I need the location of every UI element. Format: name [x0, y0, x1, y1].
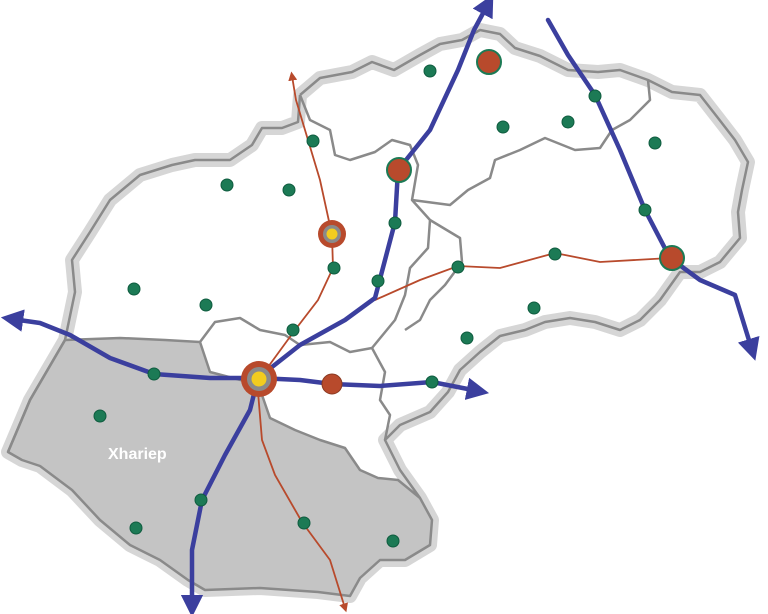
national-road-south	[180, 375, 261, 614]
town-dot[interactable]	[527, 301, 541, 315]
town-dot[interactable]	[220, 178, 234, 192]
town-dot[interactable]	[286, 323, 300, 337]
town-dot[interactable]	[638, 203, 652, 217]
town-dot[interactable]	[423, 64, 437, 78]
border-east	[404, 218, 464, 332]
major-towns	[321, 49, 685, 395]
national-road-east	[255, 375, 490, 400]
capital-centers	[241, 220, 346, 397]
regional-road-south	[257, 391, 348, 613]
border-xhariep-north	[199, 316, 392, 441]
town-dot[interactable]	[297, 516, 311, 530]
town-dot[interactable]	[451, 260, 465, 274]
major-town-east[interactable]	[659, 245, 685, 271]
town-dot[interactable]	[588, 89, 602, 103]
regional-road-east	[374, 252, 671, 301]
major-town-southeast[interactable]	[321, 373, 343, 395]
town-dot[interactable]	[496, 120, 510, 134]
town-dot[interactable]	[425, 375, 439, 389]
town-dot[interactable]	[648, 136, 662, 150]
national-road-west	[0, 309, 261, 381]
town-dot[interactable]	[561, 115, 575, 129]
major-town-central[interactable]	[386, 157, 412, 183]
town-dot[interactable]	[194, 493, 208, 507]
town-dot[interactable]	[129, 521, 143, 535]
province-border-line	[6, 28, 750, 499]
town-dot[interactable]	[388, 216, 402, 230]
district-borders	[6, 28, 750, 499]
xhariep-label: Xhariep	[108, 446, 167, 463]
town-dot[interactable]	[460, 331, 474, 345]
town-dot[interactable]	[548, 247, 562, 261]
town-dot[interactable]	[306, 134, 320, 148]
border-northeast	[411, 79, 652, 207]
town-dot[interactable]	[147, 367, 161, 381]
town-dot[interactable]	[386, 534, 400, 548]
border-central-west	[298, 94, 432, 349]
town-dot[interactable]	[199, 298, 213, 312]
major-town-north[interactable]	[476, 49, 502, 75]
town-dot[interactable]	[93, 409, 107, 423]
capital-center-main[interactable]	[241, 361, 277, 397]
town-markers	[93, 64, 662, 548]
town-dot[interactable]	[327, 261, 341, 275]
town-dot[interactable]	[282, 183, 296, 197]
town-dot[interactable]	[371, 274, 385, 288]
town-dot[interactable]	[127, 282, 141, 296]
capital-center-secondary[interactable]	[318, 220, 346, 248]
